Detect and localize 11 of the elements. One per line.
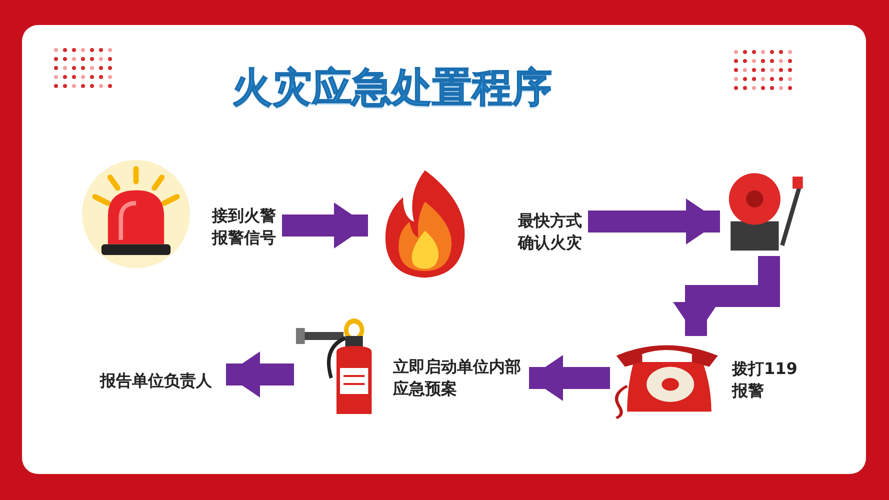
block-arrow <box>282 202 368 248</box>
block-arrow <box>588 198 720 244</box>
step-text: 报告单位负责人 <box>100 370 213 392</box>
step-text: 最快方式确认火灾 <box>518 210 583 254</box>
step-text: 接到火警报警信号 <box>212 205 277 249</box>
step-text: 立即启动单位内部应急预案 <box>393 356 522 400</box>
block-arrow <box>226 352 294 398</box>
block-arrow <box>673 256 780 336</box>
step-text: 拨打119报警 <box>732 358 798 402</box>
title: 火灾应急处置程序 <box>232 64 552 113</box>
block-arrow <box>529 355 610 401</box>
